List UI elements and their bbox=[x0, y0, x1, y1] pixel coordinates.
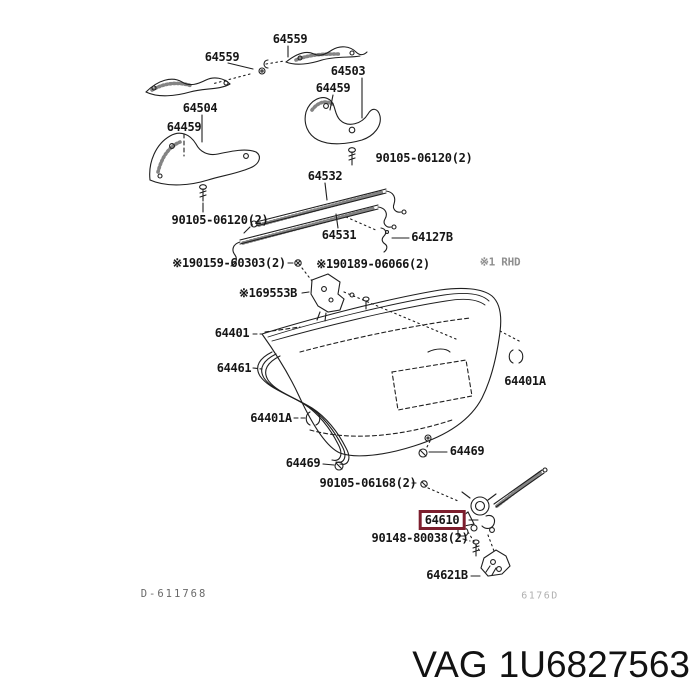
screw-90159-60303-icon bbox=[287, 259, 313, 282]
hinge-upper-right-drawing bbox=[263, 45, 368, 69]
part-label-64532[interactable]: 64532 bbox=[307, 169, 343, 183]
part-number-text: 1U6827563 bbox=[498, 644, 690, 685]
note-rhd: ※1 RHD bbox=[479, 255, 521, 269]
part-label-90105-06120-right[interactable]: 90105-06120(2) bbox=[375, 151, 473, 165]
hinge-lower-right-drawing bbox=[304, 77, 381, 145]
part-label-64127B[interactable]: 64127B bbox=[411, 230, 453, 244]
drawing-code-left: D-611768 bbox=[140, 588, 208, 600]
part-label-90148-80038[interactable]: 90148-80038(2) bbox=[371, 531, 469, 545]
screw-90105-06120-left-icon bbox=[199, 184, 207, 213]
part-label-64459-left[interactable]: 64459 bbox=[166, 120, 202, 134]
part-label-90189-06066[interactable]: ※190189-06066(2) bbox=[316, 257, 430, 271]
latch-69553B-drawing bbox=[301, 273, 345, 322]
part-label-64401[interactable]: 64401 bbox=[214, 326, 250, 340]
part-label-69553B[interactable]: ※169553B bbox=[238, 286, 298, 300]
screw-90148-80038-icon bbox=[462, 538, 480, 557]
screws-90189-06066-icons bbox=[343, 291, 457, 340]
part-label-64559-left[interactable]: 64559 bbox=[204, 50, 240, 64]
part-label-64469-right[interactable]: 64469 bbox=[449, 444, 485, 458]
hinge-upper-left-drawing bbox=[145, 62, 266, 97]
part-label-64401A-right[interactable]: 64401A bbox=[504, 374, 546, 388]
part-label-64621B[interactable]: 64621B bbox=[426, 568, 468, 582]
part-label-64559-right[interactable]: 64559 bbox=[272, 32, 308, 46]
part-label-64469-left[interactable]: 64469 bbox=[285, 456, 321, 470]
screw-90105-06168-icon bbox=[411, 480, 459, 502]
drawing-code-right: 6176D bbox=[521, 590, 559, 602]
part-label-64504[interactable]: 64504 bbox=[182, 101, 218, 115]
clip-64401A-right-icon bbox=[499, 330, 524, 364]
hinge-lower-left-drawing bbox=[149, 114, 260, 186]
clip-64401A-left-icon bbox=[293, 411, 321, 426]
brand-text: VAG bbox=[412, 644, 488, 685]
part-label-64461[interactable]: 64461 bbox=[216, 361, 252, 375]
lock-64610-drawing bbox=[457, 467, 548, 537]
part-label-64459-right[interactable]: 64459 bbox=[315, 81, 351, 95]
part-label-64503[interactable]: 64503 bbox=[330, 64, 366, 78]
clip-64469-right-icon bbox=[418, 434, 448, 458]
clip-64127B-icon bbox=[380, 227, 410, 253]
torsion-bar-64532-drawing bbox=[243, 182, 407, 234]
trunk-lid-64401-drawing bbox=[252, 287, 502, 457]
part-label-90105-06120-left[interactable]: 90105-06120(2) bbox=[171, 213, 269, 227]
weatherstrip-64461-drawing bbox=[252, 351, 350, 465]
part-label-64610-highlighted[interactable]: 64610 bbox=[418, 510, 466, 530]
clip-64469-left-icon bbox=[322, 461, 344, 471]
footer-part-reference: VAG 1U6827563 bbox=[412, 644, 690, 686]
screw-90105-06120-right-icon bbox=[348, 147, 356, 166]
part-label-64401A-left[interactable]: 64401A bbox=[250, 411, 292, 425]
part-label-64531[interactable]: 64531 bbox=[321, 228, 357, 242]
part-label-90105-06168[interactable]: 90105-06168(2) bbox=[319, 476, 417, 490]
part-label-90159-60303[interactable]: ※190159-60303(2) bbox=[172, 256, 286, 270]
torsion-bar-64531-drawing bbox=[230, 204, 397, 267]
striker-64621B-drawing bbox=[467, 531, 511, 577]
